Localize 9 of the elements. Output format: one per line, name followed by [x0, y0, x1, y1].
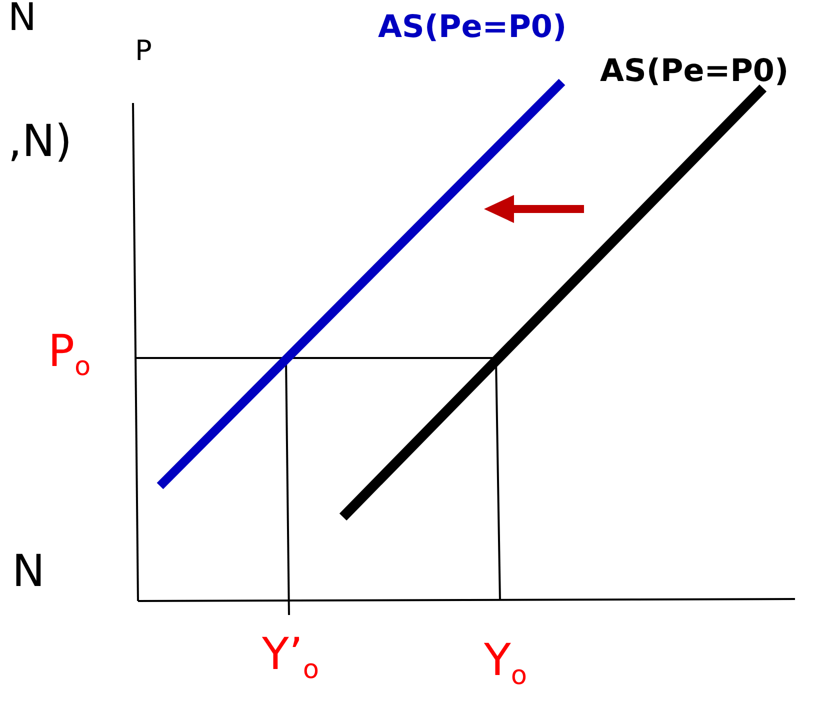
curve-label: AS(Pe=P0): [378, 12, 567, 43]
axis-label: N: [8, 0, 36, 36]
tick-label: P$_{o}$: [48, 330, 91, 381]
curve-label: AS(Pe=P0): [600, 56, 789, 87]
axis-label: N: [12, 550, 45, 594]
axis-label: P: [135, 37, 152, 65]
tick-label: Y$_{o}$: [484, 639, 528, 690]
axis-label: ,N): [8, 120, 72, 164]
tick-label: Y’$_{o}$: [262, 633, 320, 684]
